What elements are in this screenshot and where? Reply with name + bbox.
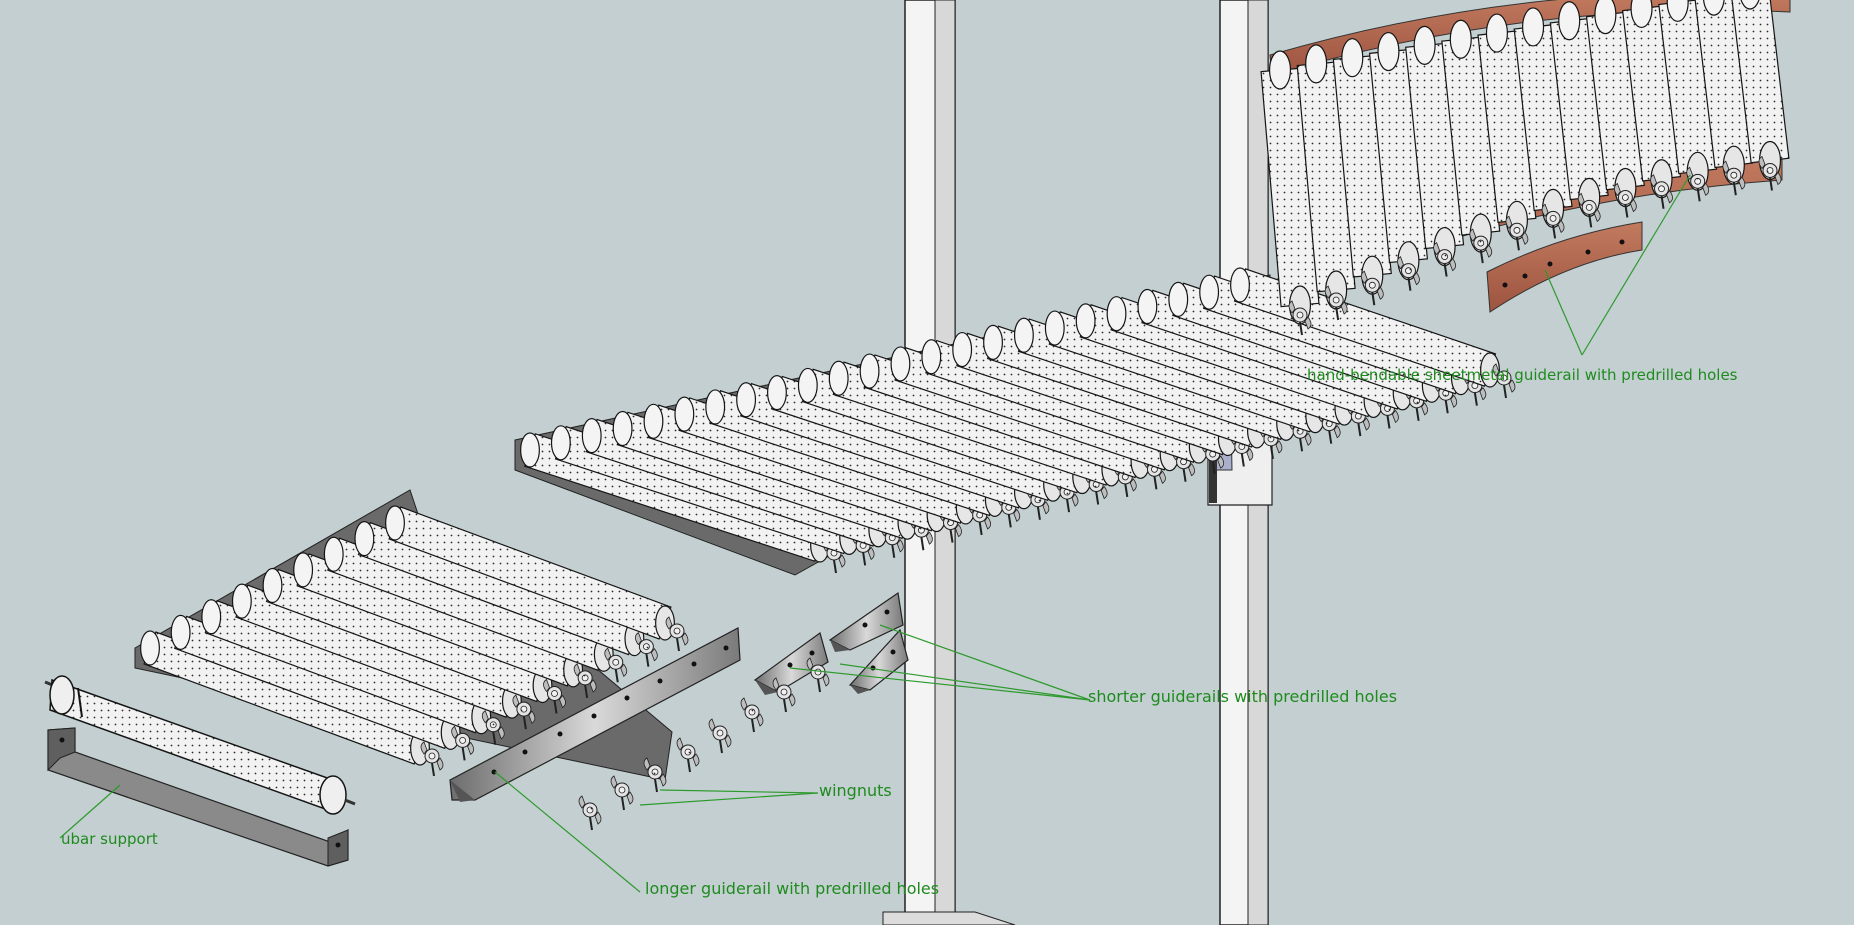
- loose-roller: [44, 675, 356, 815]
- wingnut: [1324, 285, 1348, 321]
- curved-conveyor-section: [1260, 0, 1790, 336]
- wingnut: [1469, 228, 1493, 264]
- wingnut: [1650, 174, 1673, 209]
- annotation-longer-guiderail: longer guiderail with predrilled holes: [645, 879, 940, 898]
- roller: [1405, 25, 1465, 267]
- wingnut: [604, 647, 628, 683]
- loose-wingnut: [578, 795, 602, 831]
- loose-wingnut: [643, 757, 667, 793]
- loose-wingnut: [806, 657, 830, 693]
- wingnuts-group: [578, 657, 830, 831]
- annotation-sheetmetal-guiderail: hand-bendable sheetmetal guiderail with …: [1307, 366, 1738, 384]
- short-guiderail-3: [848, 628, 909, 694]
- roller: [385, 505, 675, 641]
- wingnut: [1288, 300, 1312, 336]
- wingnut: [1758, 155, 1782, 191]
- wingnut: [451, 725, 475, 761]
- wingnut: [543, 678, 566, 714]
- wingnut: [1613, 182, 1637, 218]
- loose-sheetmetal-piece: [1486, 221, 1643, 313]
- ubar-support: [47, 727, 349, 867]
- wingnut: [1492, 363, 1516, 399]
- roller: [1296, 44, 1356, 310]
- annotation-ubar-support: ubar support: [61, 830, 158, 848]
- loose-wingnut: [610, 775, 634, 811]
- main-conveyor-section: [514, 267, 1516, 576]
- leader-lines: [59, 174, 1691, 893]
- small-conveyor-section: [134, 489, 689, 781]
- wingnut: [634, 632, 658, 667]
- shorter-guiderails: [753, 591, 909, 695]
- annotation-shorter-guiderails: shorter guiderails with predrilled holes: [1088, 687, 1398, 706]
- wingnut: [1722, 160, 1746, 196]
- wingnut: [420, 741, 444, 777]
- wingnut: [1577, 192, 1601, 228]
- wingnut: [481, 710, 505, 745]
- wingnut: [1505, 215, 1529, 251]
- short-guiderail-1: [753, 632, 829, 695]
- post-right: [1207, 0, 1273, 925]
- short-guiderail-2: [828, 591, 904, 652]
- longer-guiderail: [449, 627, 741, 802]
- wingnut: [1397, 256, 1420, 291]
- roller: [1549, 1, 1609, 217]
- loose-wingnut: [772, 677, 796, 713]
- wingnut: [1433, 241, 1457, 277]
- wingnut: [665, 616, 689, 652]
- loose-wingnut: [676, 737, 700, 773]
- wingnut: [512, 694, 536, 730]
- loose-wingnut: [740, 697, 764, 733]
- annotation-wingnuts: wingnuts: [819, 781, 892, 800]
- wingnut: [1541, 203, 1565, 239]
- loose-wingnut: [708, 718, 732, 754]
- wingnut: [573, 663, 597, 699]
- wingnut: [1360, 270, 1384, 306]
